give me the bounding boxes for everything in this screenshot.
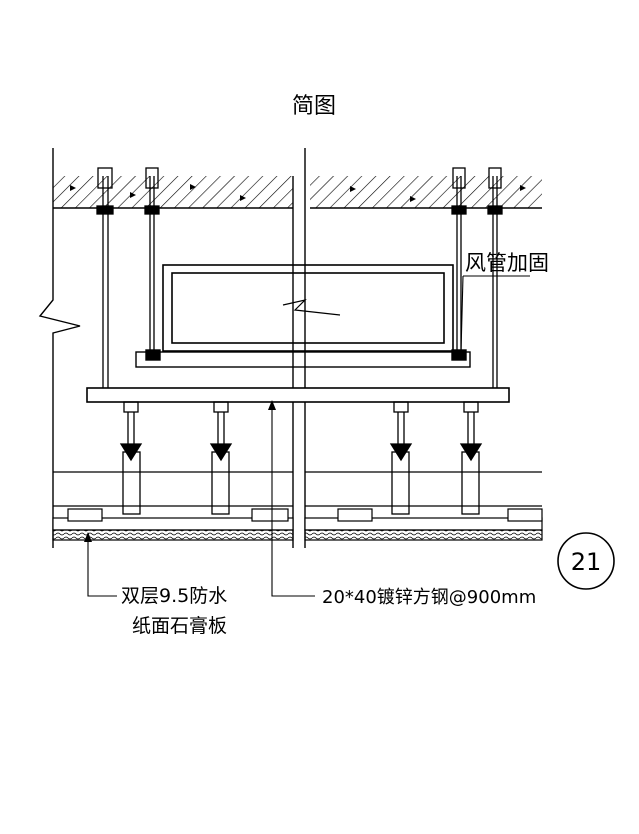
duct-support — [135, 349, 471, 368]
level-lines — [53, 471, 542, 507]
gypsum-label-line2: 纸面石膏板 — [132, 614, 227, 637]
duct-reinforce-leader — [460, 275, 530, 353]
detail-number: 21 — [571, 548, 602, 576]
center-break-line — [292, 148, 306, 548]
gypsum-leader — [84, 532, 117, 597]
air-duct — [162, 264, 454, 352]
keel-hangers — [119, 401, 483, 515]
left-wall — [38, 148, 81, 548]
gypsum-label-line1: 双层9.5防水 — [121, 585, 227, 607]
drawing-title: 简图 — [292, 94, 336, 119]
steel-label: 20*40镀锌方钢@900mm — [322, 587, 536, 608]
gypsum-board — [52, 508, 543, 541]
duct-reinforce-label: 风管加固 — [465, 251, 549, 275]
steel-leader — [268, 400, 315, 597]
hanger-rods — [96, 167, 503, 388]
concrete-slab — [53, 176, 542, 209]
main-keel — [86, 387, 510, 403]
detail-number-badge: 21 — [557, 532, 615, 590]
